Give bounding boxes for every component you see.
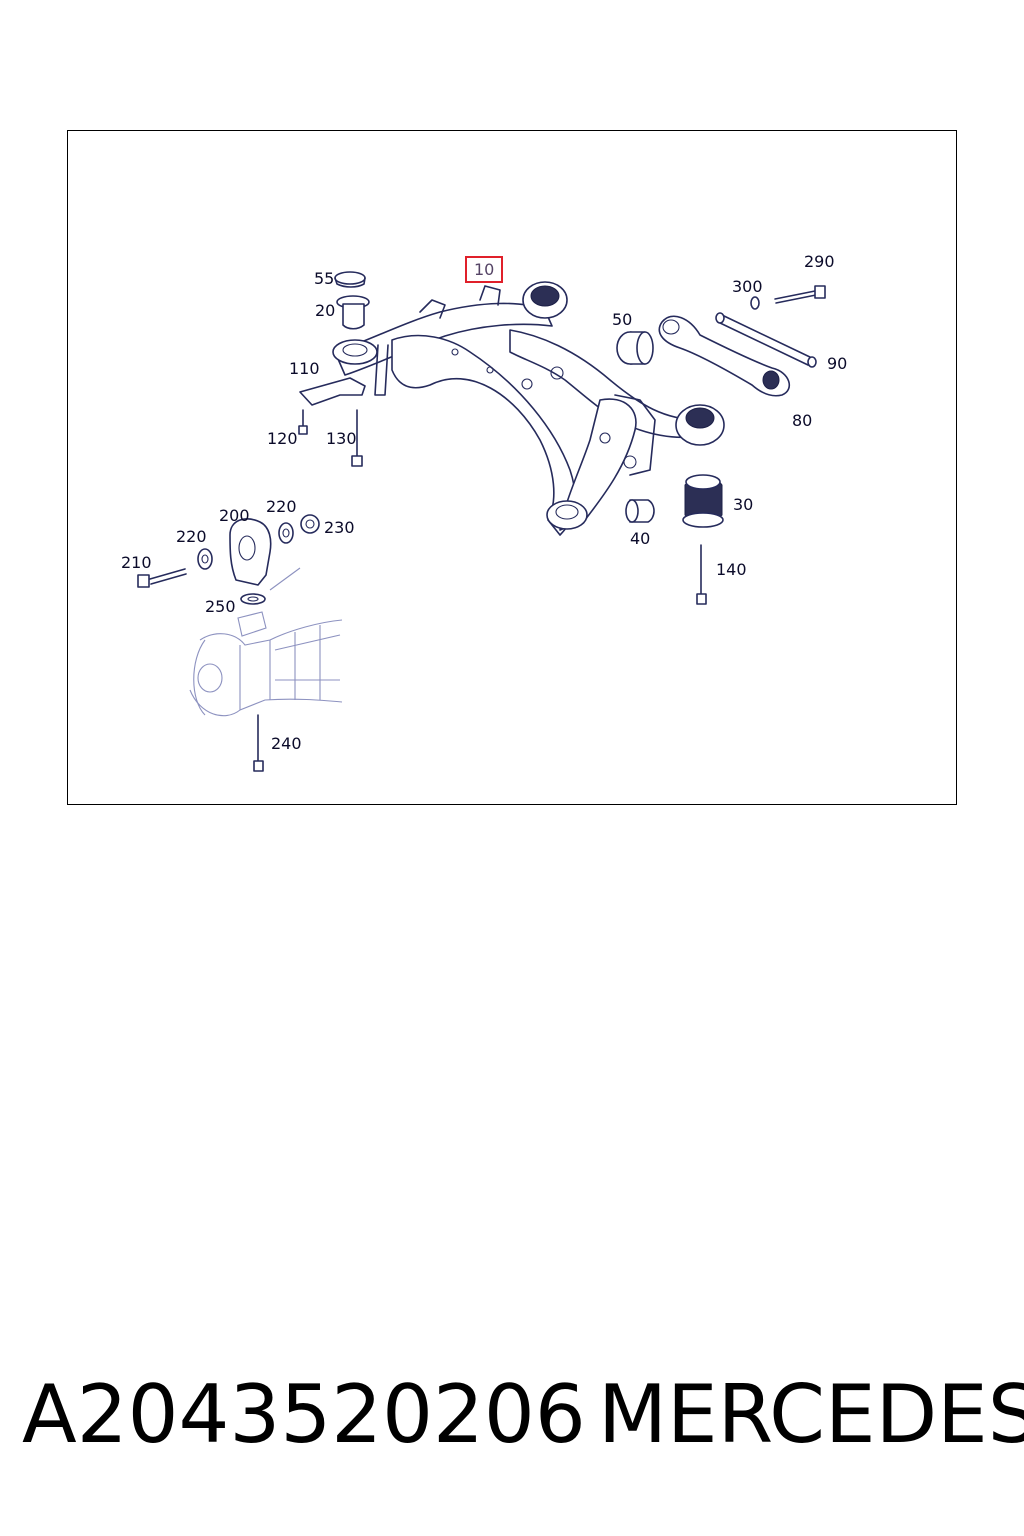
part-120-bolt <box>298 409 308 435</box>
callout-20: 20 <box>315 301 336 320</box>
part-110-bracket <box>299 377 366 406</box>
callout-120: 120 <box>267 429 298 448</box>
axle-context-faint <box>189 567 343 717</box>
part-130-bolt <box>351 409 363 467</box>
subframe-body <box>332 281 725 536</box>
part-220-washer-left <box>197 548 213 570</box>
callout-230: 230 <box>324 518 355 537</box>
part-number: A2043520206 <box>22 1368 586 1461</box>
callout-10-highlighted: 10 <box>465 256 504 283</box>
diagram-frame <box>67 130 957 805</box>
callout-220-right: 220 <box>266 497 297 516</box>
part-300-washer <box>750 296 760 310</box>
caption: A2043520206 MERCEDES <box>0 1368 1024 1478</box>
brand-name: MERCEDES <box>598 1368 1024 1461</box>
part-90-link <box>715 312 817 368</box>
part-80-control-arm <box>658 315 791 397</box>
part-200-mount <box>229 518 272 586</box>
part-30-mount <box>682 474 724 528</box>
part-220-washer-right <box>278 522 294 544</box>
callout-110: 110 <box>289 359 320 378</box>
callout-240: 240 <box>271 734 302 753</box>
part-210-bolt <box>137 568 187 588</box>
part-40-bushing <box>625 499 655 523</box>
callout-50: 50 <box>612 310 633 329</box>
callout-300: 300 <box>732 277 763 296</box>
callout-250: 250 <box>205 597 236 616</box>
part-290-bolt <box>774 285 826 304</box>
callout-200: 200 <box>219 506 250 525</box>
callout-30: 30 <box>733 495 754 514</box>
callout-40: 40 <box>630 529 651 548</box>
part-20-bushing <box>336 295 370 330</box>
callout-140: 140 <box>716 560 747 579</box>
part-250-washer <box>240 593 266 605</box>
callout-130: 130 <box>326 429 357 448</box>
part-240-bolt <box>253 714 264 772</box>
callout-220-left: 220 <box>176 527 207 546</box>
callout-290: 290 <box>804 252 835 271</box>
callout-90: 90 <box>827 354 848 373</box>
callout-210: 210 <box>121 553 152 572</box>
callout-80: 80 <box>792 411 813 430</box>
callout-55: 55 <box>314 269 335 288</box>
part-55-cap <box>334 271 366 288</box>
part-230-nut <box>300 514 320 534</box>
part-50-bushing <box>616 331 654 365</box>
part-140-bolt <box>696 544 707 605</box>
